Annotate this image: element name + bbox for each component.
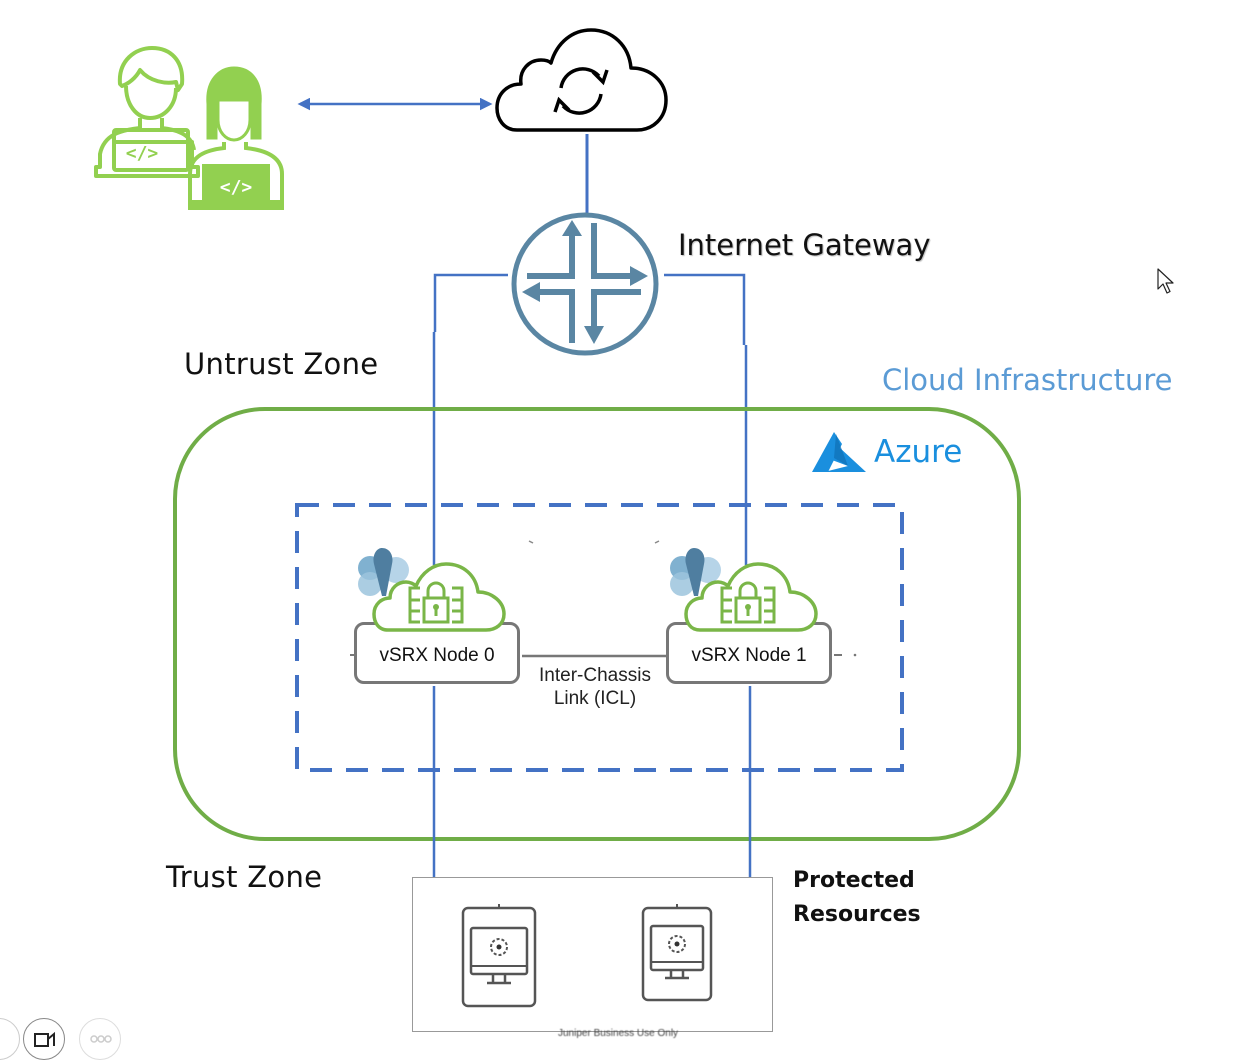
azure-logo-icon xyxy=(812,432,866,472)
protected-resources-box xyxy=(412,877,773,1032)
cloud-sync-icon xyxy=(495,28,668,132)
icl-label-line2: Link (ICL) xyxy=(553,688,637,709)
developers-with-laptops-icon: </> </> xyxy=(94,46,284,210)
node-0-label: vSRX Node 0 xyxy=(379,645,495,666)
cluster-boundary xyxy=(295,503,904,772)
stray-dot xyxy=(853,653,857,657)
monitor-gear-icon[interactable] xyxy=(641,904,713,1004)
protected-resources-label: Protected Resources xyxy=(793,864,921,932)
footer-text: Juniper Business Use Only xyxy=(558,1028,679,1039)
juniper-petal-icon xyxy=(670,548,721,596)
svg-text:</>: </> xyxy=(220,177,253,198)
azure-label: Azure xyxy=(874,434,963,470)
node-1-box: vSRX Node 1 xyxy=(666,622,832,684)
protected-resources-label-line1: Protected xyxy=(793,868,915,893)
icl-label: Inter-Chassis Link (ICL) xyxy=(524,664,666,710)
node-0-box: vSRX Node 0 xyxy=(354,622,520,684)
gateway-node0-connector xyxy=(433,273,508,332)
azure-logo: Azure xyxy=(810,430,962,474)
cloud-infrastructure-label: Cloud Infrastructure xyxy=(882,363,1173,397)
untrust-zone-label: Untrust Zone xyxy=(184,347,379,381)
gateway-node1-connector xyxy=(664,273,746,345)
node-1-label: vSRX Node 1 xyxy=(691,645,807,666)
juniper-petal-icon xyxy=(358,548,409,596)
trust-zone-label: Trust Zone xyxy=(166,860,323,894)
video-camera-button[interactable] xyxy=(23,1018,65,1060)
internet-gateway-label: Internet Gateway xyxy=(678,228,931,262)
video-camera-icon xyxy=(34,1031,55,1047)
stray-mark xyxy=(654,540,660,544)
icl-label-line1: Inter-Chassis xyxy=(539,665,651,686)
cloud-firewall-lock-icon xyxy=(684,562,818,632)
router-gateway-icon xyxy=(511,212,659,356)
mouse-pointer-icon xyxy=(1157,268,1174,294)
stray-mark xyxy=(528,540,534,544)
more-options-button[interactable] xyxy=(79,1018,121,1060)
cloud-firewall-lock-icon xyxy=(372,562,506,632)
monitor-gear-icon[interactable] xyxy=(461,904,537,1008)
svg-text:</>: </> xyxy=(126,143,159,164)
azure-region-boundary xyxy=(173,407,1021,841)
protected-resources-label-line2: Resources xyxy=(793,902,921,927)
